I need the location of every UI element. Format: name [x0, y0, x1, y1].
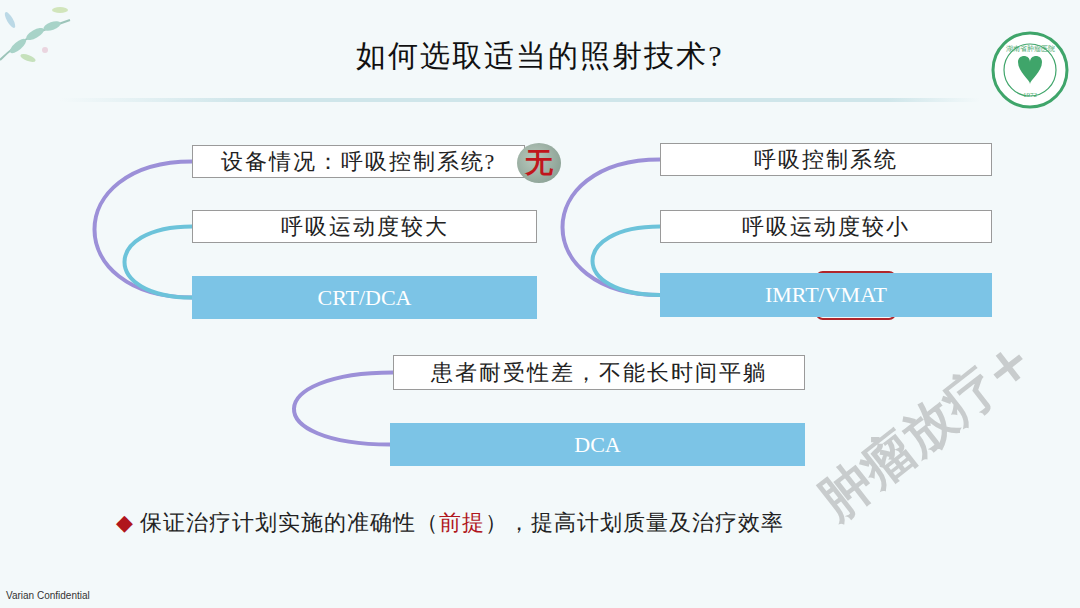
- bracket-connector: [125, 227, 193, 298]
- confidential-note: Varian Confidential: [6, 590, 90, 601]
- note-text: ），提高计划质量及治疗效率: [485, 510, 784, 535]
- technique-box: CRT/DCA: [192, 276, 537, 319]
- bracket-connector: [95, 162, 193, 298]
- note-text: 保证治疗计划实施的准确性（: [140, 510, 439, 535]
- box-text: 呼吸控制系统: [754, 145, 898, 175]
- condition-box: 呼吸运动度较大: [192, 210, 537, 243]
- condition-box: 呼吸控制系统: [660, 143, 992, 176]
- answer-badge: 无: [517, 143, 561, 183]
- box-text: IMRT/VMAT: [765, 282, 887, 308]
- box-text: 患者耐受性差，不能长时间平躺: [431, 358, 767, 388]
- bracket-connector: [294, 373, 393, 445]
- bracket-connector: [563, 160, 661, 296]
- box-text: 呼吸运动度较小: [742, 212, 910, 242]
- leaf-decoration: [0, 7, 70, 64]
- bracket-connector: [593, 227, 661, 296]
- question-box: 设备情况：呼吸控制系统?: [192, 145, 525, 178]
- condition-box: 呼吸运动度较小: [660, 210, 992, 243]
- bullet-note: ◆保证治疗计划实施的准确性（前提），提高计划质量及治疗效率: [116, 508, 784, 538]
- bullet-mark: ◆: [116, 510, 134, 535]
- box-text: 呼吸运动度较大: [281, 212, 449, 242]
- box-text: DCA: [574, 432, 620, 458]
- box-text: 无: [525, 144, 553, 182]
- note-text: 前提: [439, 510, 485, 535]
- technique-box: DCA: [390, 423, 805, 466]
- slide-title: 如何选取适当的照射技术?: [0, 36, 1080, 77]
- technique-box: IMRT/VMAT: [660, 273, 992, 317]
- logo-year: 1972: [1015, 91, 1045, 99]
- box-text: 设备情况：呼吸控制系统?: [221, 147, 497, 177]
- divider: [60, 98, 980, 102]
- logo-text: 湖南省肿瘤医院: [1000, 44, 1060, 54]
- condition-box: 患者耐受性差，不能长时间平躺: [393, 355, 805, 390]
- hospital-logo: [993, 33, 1067, 107]
- box-text: CRT/DCA: [317, 285, 411, 311]
